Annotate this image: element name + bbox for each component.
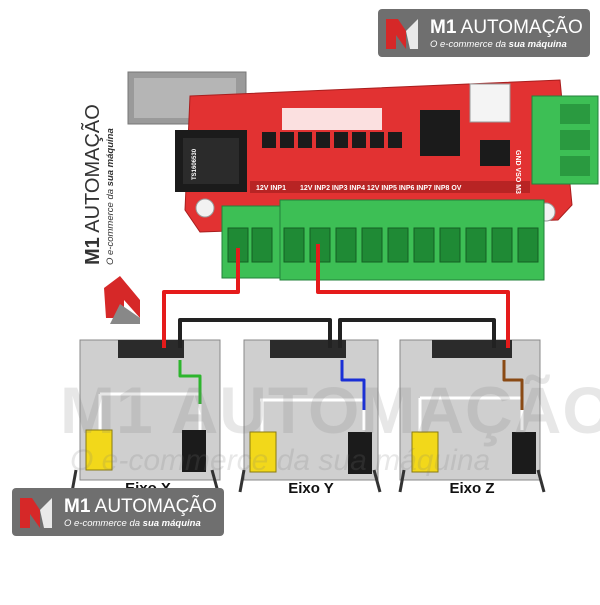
switch-no (512, 432, 536, 474)
axis-label-y: Eixo Y (288, 480, 334, 497)
brown-wire (502, 360, 524, 410)
controller-board: 12V INP1 12V INP2 INP3 INP4 12V INP5 INP… (175, 79, 573, 233)
chip-label: TS1606530 (192, 148, 198, 180)
switch-no (182, 430, 206, 472)
input-label-1: 12V INP1 (256, 185, 286, 192)
green-wire (178, 360, 202, 404)
mounting-hole (195, 198, 215, 218)
blue-wire (340, 360, 366, 410)
m1-logo-icon (20, 498, 52, 528)
switch-nc (249, 431, 277, 473)
black-wire-yz (338, 318, 496, 348)
relay-chip (469, 83, 511, 123)
brand-badge-top: M1 AUTOMAÇÃO O e-commerce da sua máquina (378, 9, 590, 57)
input-label-2: 12V INP2 INP3 INP4 12V INP5 INP6 INP7 IN… (300, 185, 462, 192)
m1-logo-icon (386, 19, 418, 49)
switch-board-x (70, 339, 221, 493)
vertical-brand: M1 AUTOMAÇÃO O e-commerce da sua máquina (82, 104, 116, 265)
right-terminal-block (531, 95, 599, 185)
switch-nc (85, 429, 113, 471)
red-wire-z (316, 244, 510, 348)
switch-board-y (238, 339, 382, 493)
wires (162, 244, 524, 410)
switch-nc (411, 431, 439, 473)
axis-label-z: Eixo Z (449, 480, 495, 497)
ic-chip (420, 110, 460, 156)
red-wire-x (162, 248, 240, 348)
switch-board-z (398, 339, 546, 493)
input-terminal-block (221, 199, 545, 281)
optocoupler-row (262, 132, 402, 148)
black-wire-xy (178, 318, 332, 348)
right-label: GND VSO M3 (514, 150, 521, 194)
m1-logo-large (104, 276, 140, 324)
brand-badge-bottom: M1 AUTOMAÇÃO O e-commerce da sua máquina (12, 488, 224, 536)
switch-no (348, 432, 372, 474)
